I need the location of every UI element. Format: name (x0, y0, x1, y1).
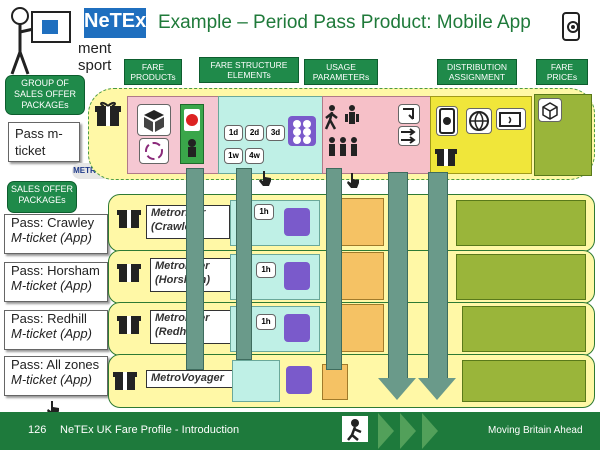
package-line1: Pass: Crawley (11, 215, 95, 230)
arrow-structure (236, 168, 252, 360)
row-4-prices-panel (462, 360, 586, 402)
zones-icon (288, 116, 316, 146)
package-card-4: Pass: All zones M-ticket (App) (4, 356, 108, 396)
zones-icon-row-2 (284, 262, 310, 290)
page-number: 126 (28, 424, 47, 436)
arrow-usage (326, 168, 342, 370)
word-sport: sport (78, 57, 112, 74)
package-line2: M-ticket (App) (11, 278, 92, 293)
mobile-ticket-icon (180, 104, 204, 164)
gift-icon-row-4 (112, 366, 138, 392)
price-cube-icon (538, 98, 562, 122)
footer-bar (0, 412, 600, 450)
product-boxes-icon (137, 104, 171, 136)
gift-icon-row-1 (116, 204, 142, 230)
chevron-icon-1 (378, 413, 394, 449)
chevron-icon-2 (400, 413, 416, 449)
col-fare-prices: FARE PRICEs (537, 60, 587, 84)
gift-icon-row-3 (116, 310, 142, 336)
gift-icon (94, 100, 122, 128)
package-line1: Pass: Redhill (11, 311, 87, 326)
ticket-length-1d: 1d (224, 125, 243, 141)
zones-icon-row-1 (284, 208, 310, 236)
col-usage-parameters: USAGE PARAMETERs (305, 60, 377, 84)
package-line2: M-ticket (App) (11, 326, 92, 341)
walking-person-icon (322, 104, 342, 130)
phone-settings-icon (436, 106, 458, 136)
transfer-icon (398, 126, 420, 146)
arrow-fare-product (186, 168, 204, 370)
sales-packages-label: SALES OFFER PACKAGEs (8, 182, 76, 212)
row-4-usage-panel (322, 364, 348, 400)
globe-icon (466, 108, 492, 134)
col-distribution: DISTRIBUTION ASSIGNMENT (438, 60, 516, 84)
row-1-prices-panel (456, 200, 586, 246)
ticket-length-4w: 4w (245, 148, 264, 164)
exchange-icon (398, 104, 420, 124)
mobile-settings-icon (560, 12, 584, 42)
ticket-length-3d: 3d (266, 125, 285, 141)
group-of-people-icon (326, 136, 360, 158)
gift-icon-2 (434, 144, 458, 168)
footer-logo-icon (342, 416, 368, 442)
footer-title: NeTEx UK Fare Profile - Introduction (60, 424, 240, 436)
arrow-distribution-1 (388, 172, 408, 382)
product-name-4: MetroVoyager (146, 370, 236, 388)
package-line1: Pass: All zones (11, 357, 100, 372)
cycle-icon (139, 138, 169, 164)
netex-logo: NeTEx (84, 8, 146, 38)
package-card-3: Pass: Redhill M-ticket (App) (4, 310, 108, 350)
ticket-length-1h-row-3: 1h (256, 314, 276, 330)
arrow-distribution-2 (428, 172, 448, 382)
package-card-1: Pass: Crawley M-ticket (App) (4, 214, 108, 254)
col-fare-structure: FARE STRUCTURE ELEMENTs (200, 58, 298, 82)
row-2-prices-panel (456, 254, 586, 300)
package-line2: M-ticket (App) (11, 372, 92, 387)
contactless-card-icon (496, 108, 526, 130)
package-line1: Pass: Horsham (11, 263, 100, 278)
package-card-2: Pass: Horsham M-ticket (App) (4, 262, 108, 302)
ticket-length-2d: 2d (245, 125, 264, 141)
zones-icon-row-4 (286, 366, 312, 394)
gift-icon-row-2 (116, 258, 142, 284)
group-of-packages-label: GROUP OF SALES OFFER PACKAGEs (6, 76, 84, 114)
pointer-cursor-icon-2 (346, 172, 360, 190)
group-card: Pass m-ticket (8, 122, 80, 162)
pointer-cursor-icon (258, 170, 272, 188)
row-3-prices-panel (462, 306, 586, 352)
package-line2: M-ticket (App) (11, 230, 92, 245)
traveller-icon (344, 104, 360, 130)
ticket-length-1h-row-1: 1h (254, 204, 274, 220)
col-fare-products: FARE PRODUCTs (125, 60, 181, 84)
arrowhead-distribution-2 (418, 378, 456, 400)
arrowhead-distribution-1 (378, 378, 416, 400)
chevron-icon-3 (422, 413, 438, 449)
row-4-structure-panel (232, 360, 280, 402)
presenter-icon (4, 4, 74, 76)
word-ment: ment (78, 40, 112, 57)
page-title: Example – Period Pass Product: Mobile Ap… (158, 12, 531, 33)
ticket-length-1h-row-2: 1h (256, 262, 276, 278)
footer-tagline: Moving Britain Ahead (488, 425, 583, 436)
zones-icon-row-3 (284, 314, 310, 342)
ticket-length-1w: 1w (224, 148, 243, 164)
